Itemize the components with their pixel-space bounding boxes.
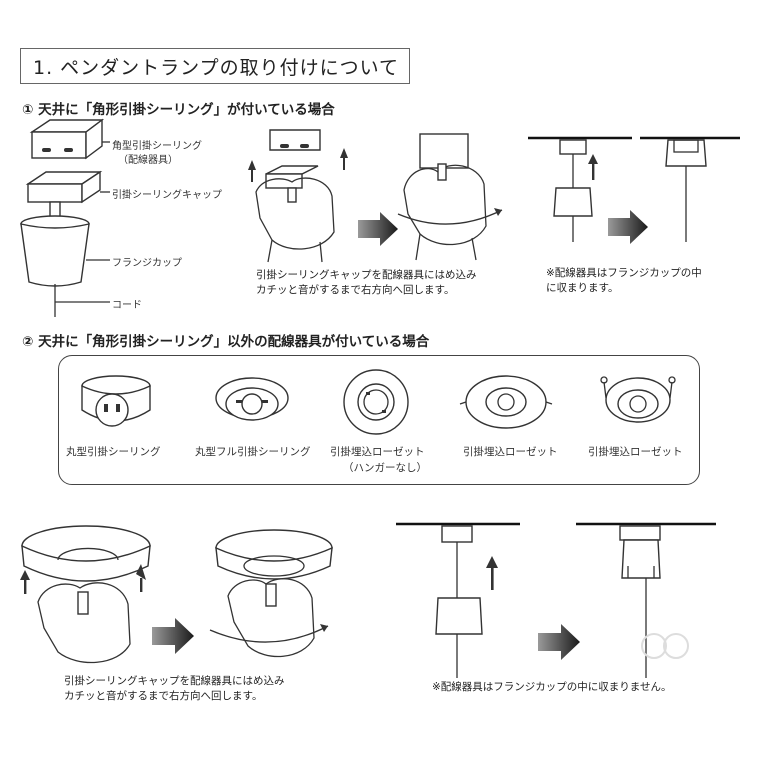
install2-step2-drawing bbox=[209, 529, 333, 658]
step-arrow-icon-4 bbox=[538, 624, 580, 660]
install-step1-drawing bbox=[248, 129, 348, 263]
embedded-rosette-with-hanger-drawing bbox=[600, 376, 676, 423]
fixture-label-2: 丸型フル引掛シーリング bbox=[195, 446, 311, 458]
install2-note-caption: ※配線器具はフランジカップの中に収まりません。 bbox=[432, 681, 672, 693]
fixture-types-panel bbox=[58, 355, 700, 485]
install2-caption-line2: カチッと音がするまで右方向へ回します。 bbox=[64, 690, 263, 702]
ceiling-cap-label: 引掛シーリングキャップ bbox=[112, 190, 222, 201]
install-caption-line1: 引掛シーリングキャップを配線器具にはめ込み bbox=[256, 269, 477, 281]
step-arrow-icon-3 bbox=[152, 618, 194, 654]
section2-heading: ② 天井に「角形引掛シーリング」以外の配線器具が付いている場合 bbox=[22, 334, 430, 350]
install-step2-drawing bbox=[397, 133, 503, 261]
install2-caption-line1: 引掛シーリングキャップを配線器具にはめ込み bbox=[64, 675, 285, 687]
ceiling-rosette-drawing bbox=[29, 118, 105, 160]
fixture-label-4: 引掛埋込ローゼット bbox=[463, 446, 558, 458]
fixture-label-5: 引掛埋込ローゼット bbox=[588, 446, 683, 458]
round-full-ceiling-fixture-drawing bbox=[215, 377, 289, 421]
flange-cup-label: フランジカップ bbox=[112, 258, 182, 269]
install-caption-line2: カチッと音がするまで右方向へ回します。 bbox=[256, 284, 455, 296]
parts-diagram bbox=[20, 118, 110, 317]
ceiling-rosette-label: 角型引掛シーリング bbox=[112, 141, 202, 152]
fixture-label-1: 丸型引掛シーリング bbox=[66, 446, 161, 458]
ceiling-rosette-sublabel: （配線器具） bbox=[118, 155, 178, 166]
round-ceiling-fixture-drawing bbox=[81, 375, 151, 427]
cord-label: コード bbox=[112, 300, 142, 311]
step-arrow-icon bbox=[358, 212, 398, 246]
embedded-rosette-no-hanger-drawing bbox=[343, 369, 409, 435]
page-title-text: 1. ペンダントランプの取り付けについて bbox=[33, 56, 400, 79]
flange2-step2-drawing bbox=[576, 522, 716, 678]
embedded-rosette-drawing bbox=[459, 375, 553, 429]
step-arrow-icon-2 bbox=[608, 210, 648, 244]
flange-step2-drawing bbox=[640, 136, 740, 242]
flange-step1-drawing bbox=[528, 136, 632, 242]
note-caption-line2: に収まります。 bbox=[546, 282, 619, 294]
fixture-label-3: 引掛埋込ローゼット bbox=[330, 446, 425, 458]
flange-cup-drawing bbox=[20, 215, 90, 287]
flange2-step1-drawing bbox=[396, 522, 520, 678]
ceiling-cap-drawing bbox=[25, 170, 103, 204]
fixture-sublabel-3: （ハンガーなし） bbox=[343, 462, 427, 474]
section1-heading: ① 天井に「角形引掛シーリング」が付いている場合 bbox=[22, 102, 335, 118]
install2-step1-drawing bbox=[20, 525, 151, 664]
note-caption-line1: ※配線器具はフランジカップの中 bbox=[546, 267, 702, 279]
page-title: 1. ペンダントランプの取り付けについて bbox=[20, 48, 410, 84]
